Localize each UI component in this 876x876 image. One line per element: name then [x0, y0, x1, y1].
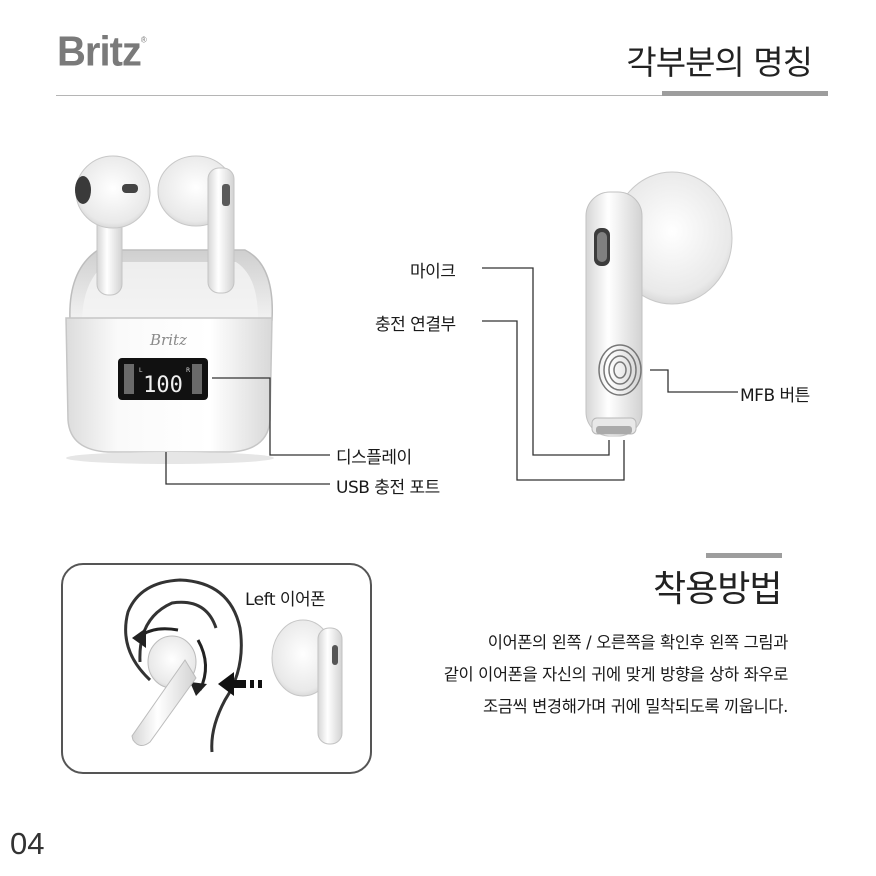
case-leader-lines — [165, 377, 330, 485]
description-line: 이어폰의 왼쪽 / 오른쪽을 확인후 왼쪽 그림과 — [487, 633, 789, 652]
wearing-title: 착용방법 — [653, 569, 782, 610]
label-display: 디스플레이 — [336, 448, 412, 468]
label-mfb-button: MFB 버튼 — [740, 386, 810, 406]
earbud-detail-illustration — [585, 171, 733, 437]
header-divider — [56, 95, 828, 96]
description-line: 같이 이어폰을 자신의 귀에 맞게 방향을 상하 좌우로 — [443, 665, 789, 684]
display-left-mark: L — [139, 367, 143, 374]
wearing-accent-bar — [706, 553, 782, 558]
earbud-leader-lines — [482, 267, 738, 481]
wearing-illustration — [124, 578, 343, 753]
label-mic: 마이크 — [410, 262, 456, 282]
header-accent-bar — [662, 91, 828, 96]
brand-logo: Britz® — [57, 28, 147, 76]
case-display — [118, 358, 208, 400]
case-right-earbud — [157, 155, 235, 294]
label-usb-port: USB 충전 포트 — [336, 478, 440, 498]
wearing-figure-frame — [61, 563, 372, 774]
case-logo: Britz — [149, 331, 187, 349]
ear-outline — [124, 578, 243, 753]
label-left-earbud: Left 이어폰 — [245, 590, 326, 610]
page-number: 04 — [10, 826, 45, 861]
wearing-description: 이어폰의 왼쪽 / 오른쪽을 확인후 왼쪽 그림과 같이 이어폰을 자신의 귀에… — [443, 627, 789, 723]
insert-arrow-icon — [218, 672, 234, 696]
label-charging-contact: 충전 연결부 — [375, 315, 456, 335]
case-left-earbud — [75, 155, 151, 296]
description-line: 조금씩 변경해가며 귀에 밀착되도록 끼웁니다. — [482, 697, 788, 716]
charging-case-illustration: Britz L R 100 — [65, 155, 274, 464]
section-title: 각부분의 명칭 — [626, 43, 813, 82]
left-earbud-illustration — [271, 619, 343, 745]
display-digits: 100 — [143, 373, 183, 398]
display-right-mark: R — [186, 367, 190, 374]
fingerprint-icon — [598, 344, 642, 396]
